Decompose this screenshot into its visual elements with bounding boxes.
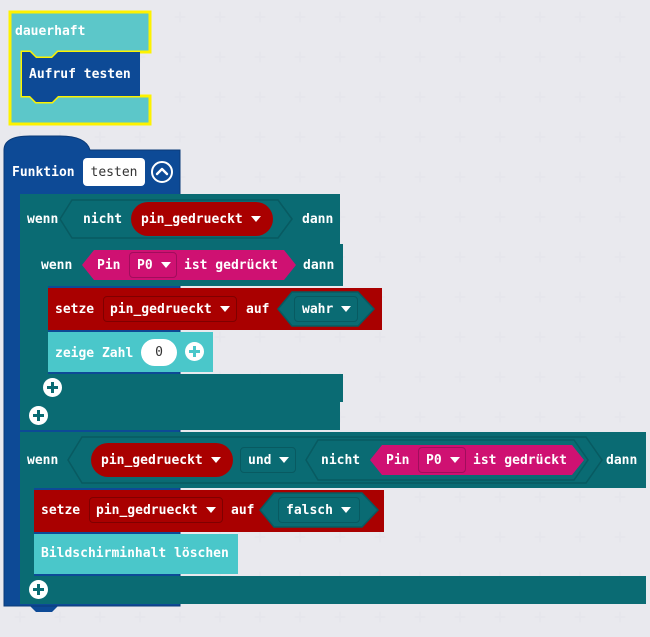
if-1-inner-wenn: wenn	[41, 258, 73, 273]
if-2-wenn: wenn	[27, 453, 59, 468]
if-2-dann: dann	[606, 453, 638, 468]
pin-pressed-hex-1-shape	[82, 250, 296, 280]
if-1-dann: dann	[302, 212, 334, 227]
if-1-nicht: nicht	[83, 212, 123, 227]
if-1-inner-add-else-icon[interactable]	[43, 378, 62, 397]
if-block-1-inner-shape	[34, 244, 343, 402]
set-2-variable-label: pin_gedrueckt	[96, 502, 198, 518]
if-1-variable-dropdown[interactable]: pin_gedrueckt	[131, 202, 273, 236]
dropdown-arrow-icon	[205, 507, 216, 513]
clear-screen-shape	[34, 534, 238, 574]
if-1-inner-pressed: ist gedrückt	[184, 258, 278, 273]
if-1-inner-dann: dann	[303, 258, 335, 273]
pin-pressed-hex-2-shape	[370, 445, 584, 475]
chevron-up-icon	[155, 167, 169, 176]
function-name-field[interactable]: testen	[83, 158, 145, 186]
forever-label: dauerhaft	[15, 24, 86, 39]
if-1-add-else-icon[interactable]	[29, 406, 48, 425]
if-2-pressed: ist gedrückt	[473, 453, 567, 468]
function-keyword: Funktion	[12, 165, 75, 180]
if-2-variable-dropdown[interactable]: pin_gedrueckt	[91, 443, 233, 477]
set-2-auf: auf	[231, 503, 255, 518]
set-2-value-dropdown[interactable]: falsch	[278, 497, 360, 523]
if-2-nicht: nicht	[321, 453, 361, 468]
set-1-setze: setze	[55, 302, 95, 317]
collapse-button[interactable]	[151, 161, 173, 183]
if-1-inner-pin-value: P0	[137, 257, 153, 273]
dropdown-arrow-icon	[340, 507, 351, 513]
clear-screen-label: Bildschirminhalt löschen	[41, 546, 229, 561]
show-number-input[interactable]: 0	[141, 339, 177, 366]
false-hex-shape	[259, 492, 380, 528]
dropdown-arrow-icon	[160, 262, 171, 268]
set-1-variable-dropdown[interactable]: pin_gedrueckt	[103, 296, 237, 322]
call-testen-label[interactable]: Aufruf testen	[29, 67, 131, 82]
show-number-label: zeige Zahl	[55, 346, 134, 361]
function-name: testen	[90, 164, 138, 180]
if-2-and-dropdown[interactable]: und	[240, 447, 296, 473]
call-block-shape	[22, 52, 140, 102]
true-hex-shape	[277, 291, 376, 327]
if-1-inner-pin-dropdown[interactable]: P0	[129, 252, 177, 278]
if-2-pin-value: P0	[426, 452, 442, 468]
show-number-add-icon[interactable]	[185, 342, 204, 361]
show-number-value: 0	[155, 345, 163, 360]
if-2-pin-label: Pin	[386, 453, 410, 468]
dropdown-arrow-icon	[210, 457, 221, 463]
set-2-value-label: falsch	[286, 502, 333, 518]
set-1-value-label: wahr	[302, 301, 334, 317]
dropdown-arrow-icon	[250, 216, 261, 222]
dropdown-arrow-icon	[219, 306, 230, 312]
dropdown-arrow-icon	[279, 457, 290, 463]
if-2-and-label: und	[248, 452, 272, 468]
if-1-inner-pin-label: Pin	[97, 258, 121, 273]
if-block-1-shape	[20, 194, 340, 430]
if-1-variable-label: pin_gedrueckt	[141, 211, 243, 227]
set-1-auf: auf	[246, 302, 270, 317]
set-2-setze: setze	[41, 503, 81, 518]
set-1-value-dropdown[interactable]: wahr	[294, 296, 358, 322]
if-1-wenn: wenn	[27, 212, 59, 227]
if-2-add-else-icon[interactable]	[29, 580, 48, 599]
dropdown-arrow-icon	[341, 306, 352, 312]
if-2-variable-label: pin_gedrueckt	[101, 452, 203, 468]
set-1-variable-label: pin_gedrueckt	[110, 301, 212, 317]
if-2-pin-dropdown[interactable]: P0	[418, 447, 466, 473]
set-2-variable-dropdown[interactable]: pin_gedrueckt	[89, 497, 223, 523]
dropdown-arrow-icon	[449, 457, 460, 463]
